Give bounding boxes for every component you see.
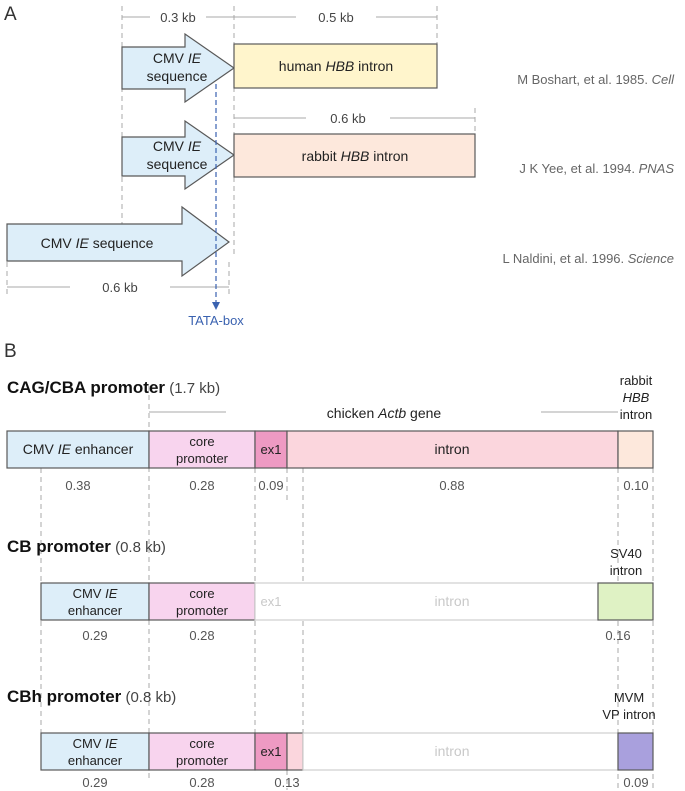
arrow-label: CMV IE [153, 138, 202, 154]
deleted-intron-region [302, 732, 619, 771]
block-label: core [189, 586, 214, 601]
size-value: 0.28 [189, 478, 214, 493]
deleted-ex1-intron-region [254, 582, 599, 621]
size-value: 0.09 [258, 478, 283, 493]
size-value: 0.28 [189, 775, 214, 790]
size-value: 0.10 [623, 478, 648, 493]
deleted-intron-label: intron [434, 593, 469, 609]
rabbit-hbb-label: HBB [623, 390, 650, 405]
mvm-label: MVM [614, 690, 644, 705]
rabbit-hbb-label: rabbit [620, 373, 653, 388]
rabbit-hbb-intron-block [617, 430, 654, 469]
row-rabbit-hbb: CMV IE sequence rabbit HBB intron J K Ye… [121, 119, 674, 191]
block-label: promoter [176, 603, 229, 618]
block-label: enhancer [68, 603, 123, 618]
block-label: core [189, 736, 214, 751]
block-label: enhancer [68, 753, 123, 768]
deleted-intron-label: intron [434, 743, 469, 759]
promoter-title: CB promoter (0.8 kb) [7, 537, 166, 556]
cbh-promoter: CBh promoter (0.8 kb) MVM VP intron CMV … [7, 687, 656, 790]
size-value: 0.29 [82, 775, 107, 790]
row-human-hbb: CMV IE sequence human HBB intron M Bosha… [121, 32, 675, 104]
tata-box-label: TATA-box [188, 313, 244, 328]
deleted-ex1-label: ex1 [261, 594, 282, 609]
reference-citation: J K Yee, et al. 1994. PNAS [519, 161, 674, 176]
intron-block [286, 430, 619, 469]
sv40-intron-block [597, 582, 654, 621]
reference-citation: L Naldini, et al. 1996. Science [502, 251, 674, 266]
arrow-label: CMV IE sequence [41, 235, 154, 251]
arrow-down-icon [212, 302, 220, 310]
block-label: promoter [176, 451, 229, 466]
ex1-block [254, 732, 288, 771]
promoter-title: CAG/CBA promoter (1.7 kb) [7, 378, 220, 397]
intron-label: rabbit HBB intron [302, 148, 409, 164]
block-label: intron [434, 441, 469, 457]
intron-label: human HBB intron [279, 58, 393, 74]
rabbit-hbb-label: intron [620, 407, 653, 422]
size-value: 0.09 [623, 775, 648, 790]
cmv-ie-arrow [121, 119, 236, 191]
size-value: 0.13 [274, 775, 299, 790]
core-promoter-block [148, 582, 256, 621]
block-label: CMV IE [73, 736, 118, 751]
promoter-title: CBh promoter (0.8 kb) [7, 687, 176, 706]
block-label: CMV IE enhancer [23, 441, 134, 457]
cag-promoter: CAG/CBA promoter (1.7 kb) chicken Actb g… [6, 373, 654, 493]
ex1-block [254, 430, 288, 469]
cmv-ie-long-arrow [6, 205, 231, 278]
distance-marker-mid: 0.6 kb [234, 111, 475, 126]
distance-label: 0.6 kb [102, 280, 137, 295]
panel-label-b: B [4, 341, 17, 362]
sv40-label: SV40 [610, 546, 642, 561]
size-value: 0.29 [82, 628, 107, 643]
size-value: 0.16 [605, 628, 630, 643]
block-label: CMV IE [73, 586, 118, 601]
distance-label: 0.5 kb [318, 10, 353, 25]
gene-label: chicken Actb gene [327, 405, 442, 421]
distance-label: 0.3 kb [160, 10, 195, 25]
block-label: ex1 [261, 744, 282, 759]
cmv-ie-enhancer-block [6, 430, 150, 469]
arrow-label: sequence [147, 156, 208, 172]
block-label: promoter [176, 753, 229, 768]
distance-label: 0.6 kb [330, 111, 365, 126]
size-value: 0.88 [439, 478, 464, 493]
block-label: ex1 [261, 442, 282, 457]
arrow-label: sequence [147, 68, 208, 84]
rabbit-hbb-intron-box [233, 133, 476, 178]
partial-intron-block [286, 732, 304, 771]
cmv-ie-arrow [121, 32, 236, 104]
arrow-label: CMV IE [153, 50, 202, 66]
cmv-ie-enhancer-block [40, 732, 150, 771]
tata-box-marker: TATA-box [188, 84, 244, 328]
cb-promoter: CB promoter (0.8 kb) SV40 intron CMV IE … [7, 537, 654, 643]
panel-label-a: A [4, 4, 17, 25]
cmv-ie-enhancer-block [40, 582, 150, 621]
size-value: 0.28 [189, 628, 214, 643]
distance-marker-bottom: 0.6 kb [7, 280, 229, 295]
reference-citation: M Boshart, et al. 1985. Cell [517, 72, 675, 87]
size-value: 0.38 [65, 478, 90, 493]
mvm-vp-intron-block [617, 732, 654, 771]
row-cmv-lentiviral: CMV IE sequence L Naldini, et al. 1996. … [6, 205, 674, 278]
block-label: core [189, 434, 214, 449]
core-promoter-block [148, 430, 256, 469]
mvm-label: VP intron [602, 707, 655, 722]
core-promoter-block [148, 732, 256, 771]
human-hbb-intron-box [233, 43, 438, 89]
sv40-label: intron [610, 563, 643, 578]
distance-marker-top: 0.3 kb 0.5 kb [122, 10, 437, 25]
